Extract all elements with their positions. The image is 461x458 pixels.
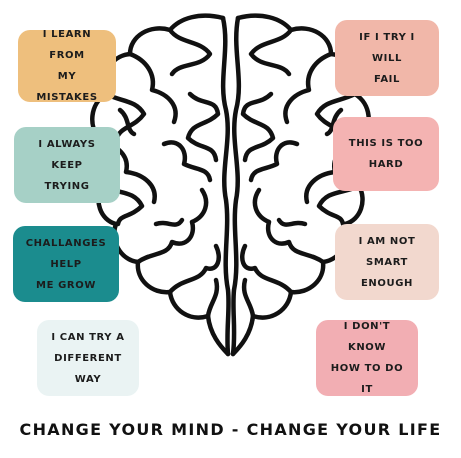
card-if-i-try-i-will-fail: IF I TRY I WILL FAIL xyxy=(335,20,439,96)
card-i-always-keep-trying: I ALWAYS KEEP TRYING xyxy=(14,127,120,203)
caption: CHANGE YOUR MIND - CHANGE YOUR LIFE xyxy=(19,420,442,439)
card-text: IF I TRY I WILL FAIL xyxy=(359,31,415,85)
card-text: I CAN TRY A DIFFERENT WAY xyxy=(51,331,125,385)
card-i-can-try-a-different-way: I CAN TRY A DIFFERENT WAY xyxy=(37,320,139,396)
card-i-am-not-smart-enough: I AM NOT SMART ENOUGH xyxy=(335,224,439,300)
card-text: I LEARN FROM MY MISTAKES xyxy=(36,29,98,103)
card-i-dont-know-how-to-do-it: I DON'T KNOW HOW TO DO IT xyxy=(316,320,418,396)
card-text: I ALWAYS KEEP TRYING xyxy=(38,138,96,192)
card-challanges-help-me-grow: CHALLANGES HELP ME GROW xyxy=(13,226,119,302)
card-text: I AM NOT SMART ENOUGH xyxy=(358,235,416,289)
brain-icon xyxy=(88,13,373,357)
card-text: THIS IS TOO HARD xyxy=(348,138,424,170)
card-this-is-too-hard: THIS IS TOO HARD xyxy=(333,117,439,191)
card-text: CHALLANGES HELP ME GROW xyxy=(25,237,107,291)
card-i-learn-from-my-mistakes: I LEARN FROM MY MISTAKES xyxy=(18,29,116,103)
card-text: I DON'T KNOW HOW TO DO IT xyxy=(330,321,404,395)
